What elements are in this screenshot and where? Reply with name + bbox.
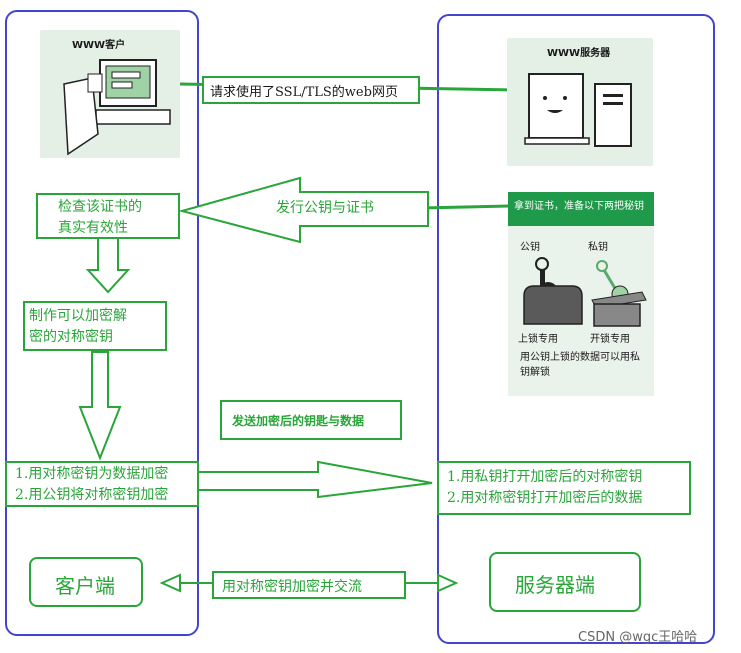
server-illustration: WWW服务器 — [507, 38, 653, 166]
send-arrow — [195, 460, 433, 499]
verify-cert-box: 检查该证书的 真实有效性 — [36, 193, 180, 239]
server-decrypt-line-1: 1.用私钥打开加密后的对称密钥 — [447, 469, 643, 485]
key-card-header: 拿到证书，准备以下两把秘钥 — [508, 192, 654, 226]
send-cert-label: 发行公钥与证书 — [276, 200, 374, 216]
exchange-arrow-right-head — [437, 573, 459, 593]
send-key-label: 发送加密后的钥匙与数据 — [232, 414, 365, 428]
private-key-label: 私钥 — [588, 242, 608, 253]
make-key-line-2: 密的对称密钥 — [29, 329, 113, 345]
key-card-title: 拿到证书，准备以下两把秘钥 — [514, 201, 644, 212]
cert-arrow — [178, 176, 429, 244]
lock-caption: 上锁专用 — [518, 334, 558, 345]
exchange-arrow-left-head — [159, 573, 181, 593]
client-caption: WWW客户 — [72, 40, 126, 51]
client-illustration: WWW客户 — [40, 30, 180, 158]
client-encrypt-box: 1.用对称密钥为数据加密 2.用公钥将对称密钥加密 — [5, 461, 199, 507]
client-encrypt-line-1: 1.用对称密钥为数据加密 — [15, 466, 169, 482]
exchange-label-box: 用对称密钥加密并交流 — [212, 571, 406, 599]
key-card: 拿到证书，准备以下两把秘钥 公钥 私钥 上锁专用 开锁专用 用公钥上锁的数据可以… — [508, 192, 654, 396]
client-lane — [5, 10, 199, 636]
down-arrow-1 — [85, 237, 131, 294]
client-encrypt-line-2: 2.用公钥将对称密钥加密 — [15, 487, 169, 503]
lock-icons — [523, 257, 647, 327]
verify-line-1: 检查该证书的 — [58, 199, 142, 215]
server-decrypt-line-2: 2.用对称密钥打开加密后的数据 — [447, 490, 643, 506]
unlock-caption: 开锁专用 — [590, 334, 630, 345]
client-label: 客户端 — [55, 574, 115, 598]
server-label-box: 服务器端 — [489, 552, 641, 612]
down-arrow-2 — [78, 351, 122, 461]
server-lane — [437, 14, 715, 644]
server-caption: WWW服务器 — [547, 48, 611, 59]
computer-icon — [63, 59, 171, 156]
public-key-label: 公钥 — [520, 242, 540, 253]
watermark: CSDN @wgc王哈哈 — [578, 630, 698, 645]
exchange-label: 用对称密钥加密并交流 — [222, 579, 362, 595]
request-label: 请求使用了SSL/TLS的web网页 — [210, 85, 398, 100]
key-card-footer: 用公钥上锁的数据可以用私钥解锁 — [520, 352, 640, 378]
request-label-box: 请求使用了SSL/TLS的web网页 — [202, 76, 420, 104]
verify-line-2: 真实有效性 — [58, 220, 128, 236]
make-key-line-1: 制作可以加密解 — [29, 308, 127, 324]
server-icon — [524, 73, 632, 147]
cert-connector — [421, 204, 511, 210]
server-label: 服务器端 — [515, 573, 595, 597]
make-key-box: 制作可以加密解 密的对称密钥 — [23, 301, 167, 351]
send-key-label-box: 发送加密后的钥匙与数据 — [220, 400, 402, 440]
client-label-box: 客户端 — [29, 557, 143, 607]
server-decrypt-box: 1.用私钥打开加密后的对称密钥 2.用对称密钥打开加密后的数据 — [437, 461, 691, 515]
